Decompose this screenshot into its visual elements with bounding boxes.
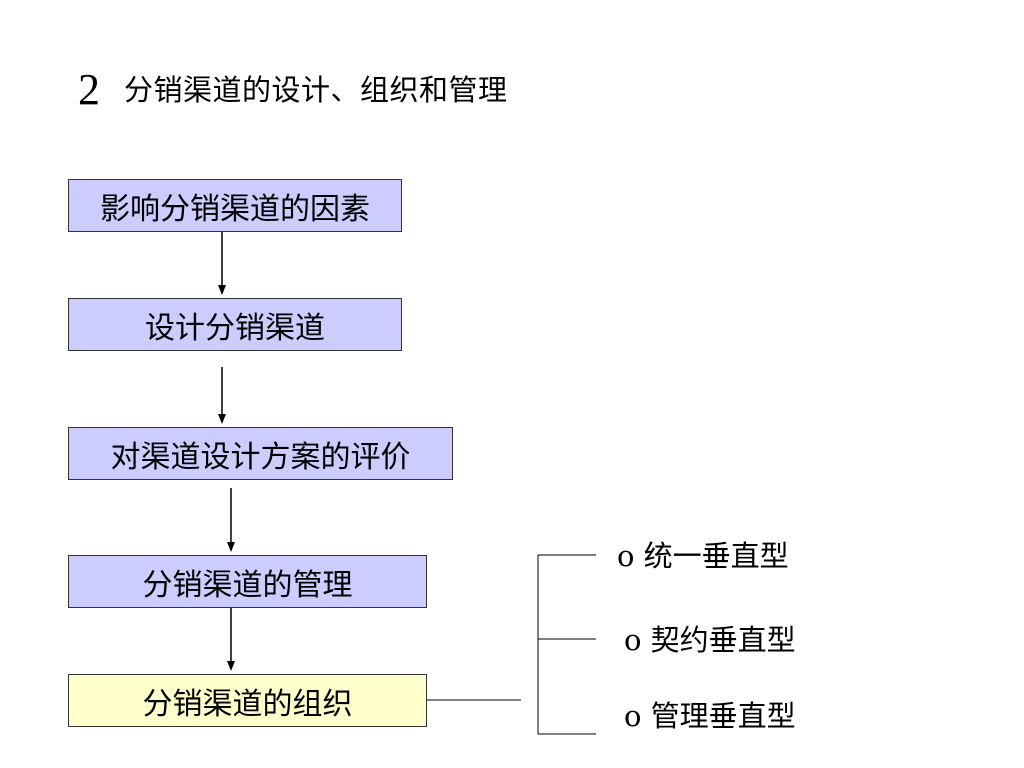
section-number: 2: [78, 65, 100, 114]
slide-title: 分销渠道的设计、组织和管理: [124, 73, 508, 107]
step-box-organization: 分销渠道的组织: [68, 674, 427, 727]
branch-label-corporate: o 统一垂直型: [617, 539, 789, 573]
step-box-evaluation: 对渠道设计方案的评价: [68, 427, 453, 480]
step-box-management: 分销渠道的管理: [68, 555, 427, 608]
branch-label-administered: o 管理垂直型: [624, 699, 796, 733]
step-box-factors: 影响分销渠道的因素: [68, 179, 402, 232]
step-box-design: 设计分销渠道: [68, 298, 402, 351]
branch-label-contractual: o 契约垂直型: [624, 623, 796, 657]
